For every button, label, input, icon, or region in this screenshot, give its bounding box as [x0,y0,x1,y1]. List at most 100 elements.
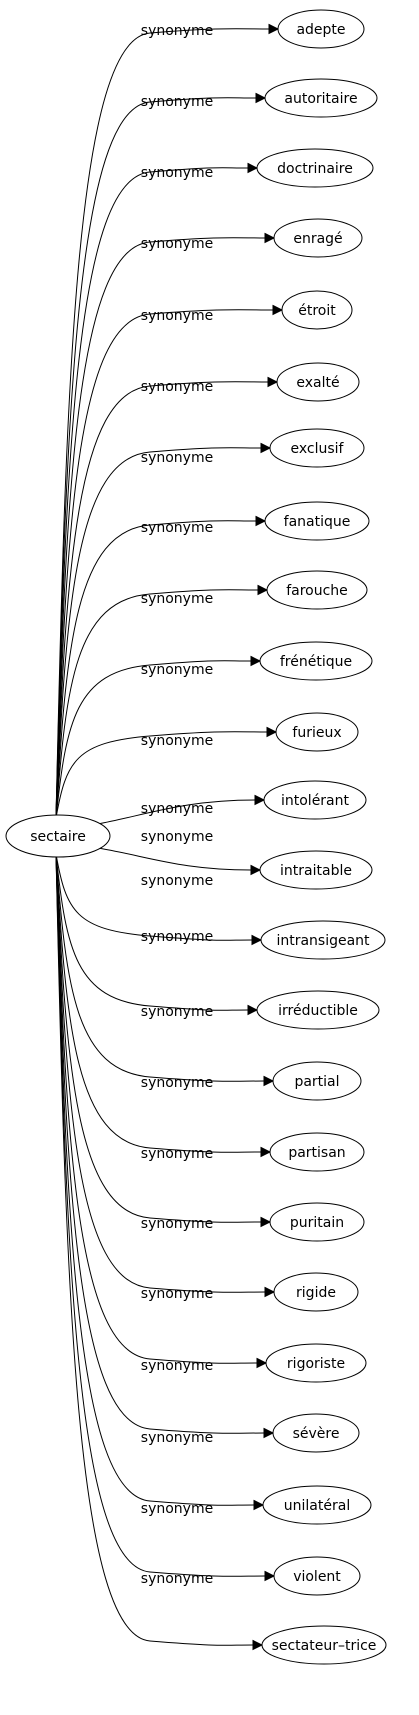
synonym-edge [55,853,254,1646]
target-node-label: irréductible [278,1003,358,1019]
synonym-edge [97,799,256,825]
target-node-shape [264,78,378,118]
arrow-head [255,515,267,527]
target-node-shape [260,920,386,960]
source-node-label: sectaire [30,829,86,845]
target-node-intransigeant: intransigeant [260,920,386,960]
edge-label-synonyme: synonyme [141,1146,213,1162]
edge-label-synonyme: synonyme [141,929,213,945]
target-node-intraitable: intraitable [259,850,373,890]
arrow-head [253,1499,265,1511]
target-node-shape [263,780,367,820]
edge-label-synonyme: synonyme [141,1501,213,1517]
synonym-edge [55,589,259,819]
arrow-head [263,1427,275,1439]
target-node-shape [272,1061,362,1101]
target-node-partial: partial [272,1061,362,1101]
target-node-exalte: exalté [276,362,360,402]
target-node-adepte: adepte [277,9,365,49]
target-node-farouche: farouche [266,570,368,610]
target-node-shape [277,9,365,49]
synonym-edge [55,853,249,1011]
arrow-head [250,655,262,667]
edge-label-synonyme: synonyme [141,1358,213,1374]
target-node-shape [259,641,373,681]
target-node-shape [275,712,359,752]
target-node-label: rigide [296,1285,336,1301]
synonym-edge [55,853,255,1506]
edge-label-synonyme: synonyme [141,1571,213,1587]
edge-label-synonyme: synonyme [141,733,213,749]
arrow-head [272,304,284,316]
target-node-shape [256,990,380,1030]
synonym-edge [55,853,258,1364]
target-node-label: exalté [296,375,339,391]
target-node-rigide: rigide [273,1272,359,1312]
target-node-puritain: puritain [269,1202,365,1242]
arrow-head [257,584,269,596]
target-node-fanatique: fanatique [264,501,370,541]
edge-label-synonyme: synonyme [141,1004,213,1020]
target-node-label: fanatique [284,514,351,530]
target-node-shape [273,1272,359,1312]
edge-label-synonyme: synonyme [141,165,213,181]
arrow-head [266,726,278,738]
edge-label-synonyme: synonyme [141,1286,213,1302]
edge-label-synonyme: synonyme [141,1216,213,1232]
target-node-shape [269,1132,365,1172]
target-node-shape [261,1625,387,1665]
arrow-head [264,1286,276,1298]
synonym-edge [55,28,270,819]
target-node-doctrinaire: doctrinaire [256,148,374,188]
synonym-edge [55,447,262,819]
target-node-irreductible: irréductible [256,990,380,1030]
arrow-head [255,92,267,104]
arrow-head [250,864,262,876]
target-node-enrage: enragé [273,218,363,258]
arrow-head [264,232,276,244]
synonym-edge [55,853,262,1153]
arrow-head [254,794,266,806]
target-node-label: furieux [292,725,341,741]
arrow-head [263,1075,275,1087]
target-node-rigoriste: rigoriste [265,1343,367,1383]
arrow-head [268,23,280,35]
synonym-edge [55,520,257,819]
edge-label-synonyme: synonyme [141,829,213,845]
target-node-shape [281,290,353,330]
target-node-intolerant: intolérant [263,780,367,820]
nodes-layer: sectaire adepte autoritaire doctrinaire enra… [5,9,387,1665]
target-node-etroit: étroit [281,290,353,330]
target-node-label: adepte [296,22,345,38]
target-node-label: autoritaire [284,91,357,107]
target-node-partisan: partisan [269,1132,365,1172]
arrow-head [251,934,263,946]
target-node-label: partial [294,1074,339,1090]
edge-label-synonyme: synonyme [141,450,213,466]
synonym-edge [55,167,249,819]
edge-label-synonyme: synonyme [141,520,213,536]
edge-label-synonyme: synonyme [141,308,213,324]
target-node-label: étroit [298,303,336,319]
edge-label-synonyme: synonyme [141,236,213,252]
target-node-shape [259,850,373,890]
target-node-label: sectateur–trice [272,1638,377,1654]
target-node-shape [269,1202,365,1242]
target-node-shape [266,570,368,610]
edges-layer: synonyme synonyme synonyme synonyme synonyme… [55,23,284,1651]
target-node-label: sévère [293,1426,340,1442]
arrow-head [247,1004,259,1016]
target-node-label: intolérant [281,793,350,809]
target-node-label: intraitable [280,863,352,879]
synonym-edge [55,853,262,1223]
target-node-label: rigoriste [287,1356,345,1372]
synonym-edge [55,853,253,941]
synonym-edge [55,731,268,819]
target-node-shape [269,428,365,468]
target-node-shape [265,1343,367,1383]
synonym-edge [97,847,252,871]
edge-label-synonyme: synonyme [141,1075,213,1091]
source-node [5,814,111,858]
target-node-autoritaire: autoritaire [264,78,378,118]
edge-label-synonyme: synonyme [141,1430,213,1446]
